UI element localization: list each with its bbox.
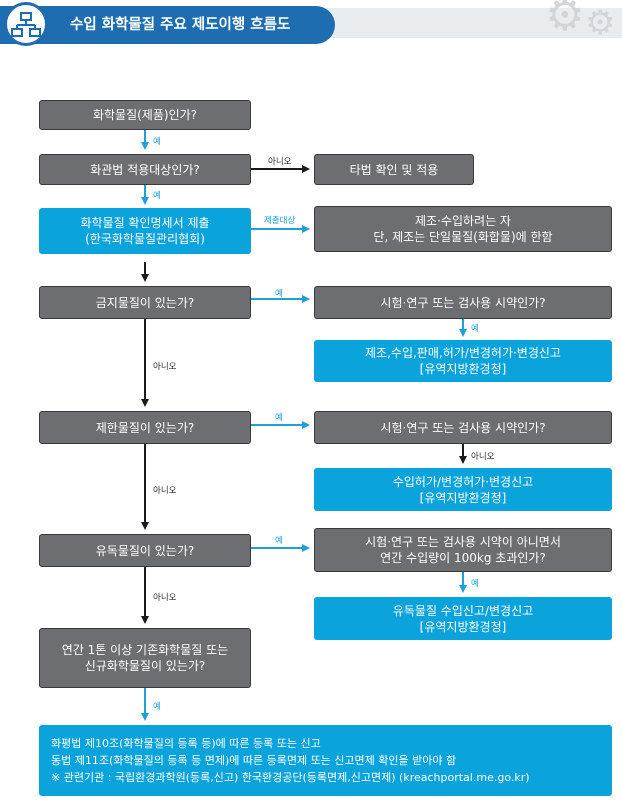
banned-result-box: 제조,수입,판매,허가/변경허가·변경신고 [유역지방환경청]	[314, 340, 612, 382]
toxic-result-line2: [유역지방환경청]	[419, 619, 507, 634]
label-submit-target: 제출대상	[264, 216, 296, 226]
question-toxic-test-box: 시험·연구 또는 검사용 시약이 아니면서 연간 수입량이 100kg 초과인가…	[314, 528, 612, 572]
question-banned-text: 금지물질이 있는가?	[95, 295, 195, 310]
question-toxic-box: 유독물질이 있는가?	[39, 534, 251, 567]
label-no: 아니오	[153, 486, 177, 496]
label-yes: 예	[153, 702, 161, 712]
label-no: 아니오	[153, 593, 177, 603]
final-line3: ※ 관련기관 : 국립환경과학원(등록,신고) 한국환경공단(등록면제,신고면제…	[51, 771, 530, 784]
org-chart-icon	[4, 2, 48, 46]
scope-line1: 제조·수입하려는 자	[415, 214, 511, 228]
question-toxic-test-line2: 연간 수입량이 100kg 초과인가?	[380, 551, 546, 565]
question-toxic-test-line1: 시험·연구 또는 검사용 시약이 아니면서	[365, 535, 561, 549]
restricted-result-box: 수입허가/변경허가·변경신고 [유역지방환경청]	[314, 468, 612, 511]
question-restricted-test-text: 시험·연구 또는 검사용 시약인가?	[380, 420, 546, 435]
question-banned-test-box: 시험·연구 또는 검사용 시약인가?	[314, 286, 612, 319]
label-yes: 예	[471, 324, 479, 334]
question-toxic-text: 유독물질이 있는가?	[95, 543, 195, 558]
submit-statement-line2: (한국화학물질관리협회)	[85, 232, 205, 246]
banned-result-line1: 제조,수입,판매,허가/변경허가·변경신고	[365, 346, 561, 360]
other-law-text: 타법 확인 및 적용	[349, 162, 439, 177]
question-restricted-box: 제한물질이 있는가?	[39, 411, 251, 444]
question-new-chemical-line2: 신규화학물질이 있는가?	[84, 659, 206, 673]
question-banned-box: 금지물질이 있는가?	[39, 286, 251, 319]
other-law-box: 타법 확인 및 적용	[314, 154, 474, 185]
label-no: 아니오	[268, 157, 292, 167]
page-title: 수입 화학물질 주요 제도이행 흐름도	[70, 17, 291, 33]
question-hwagwan-text: 화관법 적용대상인가?	[90, 162, 200, 177]
label-yes: 예	[275, 289, 283, 299]
header-bar	[0, 6, 335, 44]
banned-result-line2: [유역지방환경청]	[419, 362, 507, 376]
label-yes: 예	[153, 191, 161, 201]
question-chemical-box: 화학물질(제품)인가?	[39, 100, 251, 130]
question-hwagwan-box: 화관법 적용대상인가?	[39, 154, 251, 185]
question-restricted-test-box: 시험·연구 또는 검사용 시약인가?	[314, 411, 612, 444]
question-banned-test-text: 시험·연구 또는 검사용 시약인가?	[380, 295, 546, 310]
gear-icon: ⚙	[545, 0, 585, 41]
restricted-result-line2: [유역지방환경청]	[419, 490, 507, 505]
label-no: 아니오	[471, 452, 495, 462]
label-no: 아니오	[153, 362, 177, 372]
final-line1: 화평법 제10조(화학물질의 등록 등)에 따른 등록 또는 신고	[51, 737, 321, 750]
scope-line2: 단, 제조는 단일물질(화합물)에 한함	[373, 230, 553, 244]
label-yes: 예	[471, 579, 479, 589]
toxic-result-line1: 유독물질 수입신고/변경신고	[392, 603, 534, 618]
gear-icon: ⚙	[585, 3, 616, 43]
label-yes: 예	[275, 413, 283, 423]
final-requirement-box: 화평법 제10조(화학물질의 등록 등)에 따른 등록 또는 신고 동법 제11…	[39, 725, 612, 796]
scope-box: 제조·수입하려는 자 단, 제조는 단일물질(화합물)에 한함	[314, 206, 612, 252]
submit-statement-line1: 화학물질 확인명세서 제출	[80, 216, 210, 230]
restricted-result-line1: 수입허가/변경허가·변경신고	[392, 474, 534, 489]
submit-statement-box: 화학물질 확인명세서 제출 (한국화학물질관리협회)	[39, 208, 251, 254]
final-line2: 동법 제11조(화학물질의 등록 등 면제)에 따른 등록면제 또는 신고면제 …	[51, 754, 457, 767]
question-restricted-text: 제한물질이 있는가?	[95, 420, 195, 435]
question-new-chemical-box: 연간 1톤 이상 기존화학물질 또는 신규화학물질이 있는가?	[39, 628, 251, 688]
label-yes: 예	[275, 536, 283, 546]
question-new-chemical-line1: 연간 1톤 이상 기존화학물질 또는	[61, 643, 229, 657]
label-yes: 예	[153, 137, 161, 147]
question-chemical-text: 화학물질(제품)인가?	[92, 108, 198, 122]
header-background	[300, 8, 622, 38]
toxic-result-box: 유독물질 수입신고/변경신고 [유역지방환경청]	[314, 597, 612, 640]
